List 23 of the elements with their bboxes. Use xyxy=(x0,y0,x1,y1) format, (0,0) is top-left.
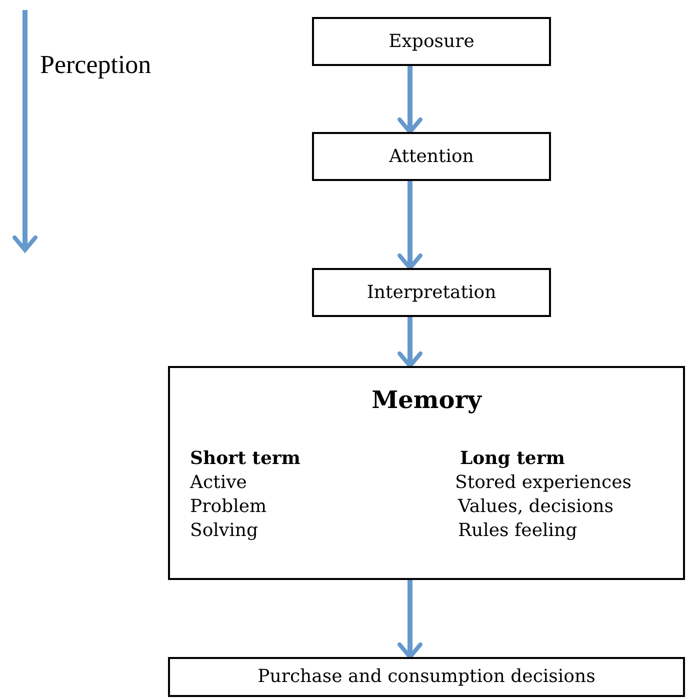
process-box xyxy=(312,132,551,181)
arrow xyxy=(398,66,422,134)
box-label: Exposure xyxy=(388,30,476,52)
side-label: Perception xyxy=(40,50,152,80)
process-box xyxy=(312,268,551,317)
list-item: Active xyxy=(190,472,247,494)
arrow xyxy=(398,317,422,368)
process-box xyxy=(312,17,551,66)
column-heading: Short term xyxy=(190,448,300,470)
box-label: Purchase and consumption decisions xyxy=(256,666,596,688)
list-item: Solving xyxy=(190,520,258,542)
list-item: Rules feeling xyxy=(458,520,578,542)
arrow xyxy=(398,181,422,270)
list-item: Values, decisions xyxy=(458,496,614,518)
heading: Memory xyxy=(370,386,483,414)
memory-box xyxy=(168,366,685,580)
process-box xyxy=(168,657,685,697)
arrow xyxy=(398,580,422,660)
box-label: Interpretation xyxy=(366,282,498,304)
list-item: Problem xyxy=(190,496,267,518)
box-label: Attention xyxy=(388,146,475,168)
column-heading: Long term xyxy=(460,448,565,470)
list-item: Stored experiences xyxy=(455,472,632,494)
